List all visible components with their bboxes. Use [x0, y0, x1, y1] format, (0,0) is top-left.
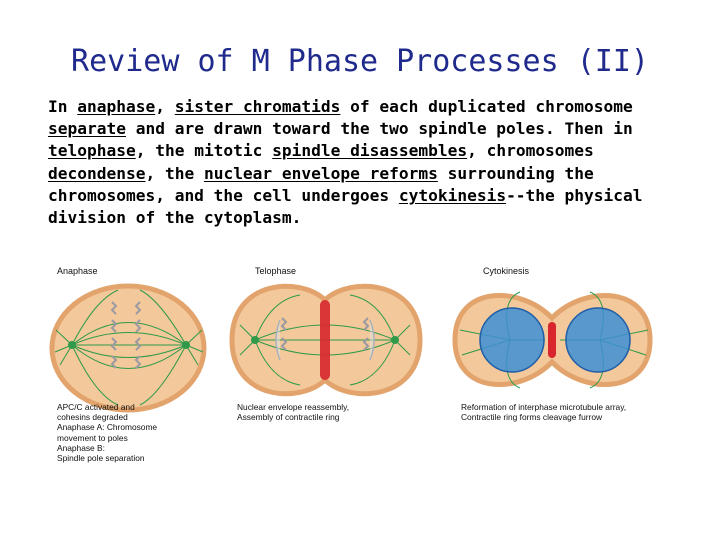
- telophase-pole-left: [251, 336, 259, 344]
- telophase-contractile-ring: [320, 300, 330, 380]
- anaphase-caption-line: APC/C activated and: [57, 402, 135, 412]
- cytokinesis-caption-line: Contractile ring forms cleavage furrow: [461, 412, 603, 423]
- telophase-caption-line: Nuclear envelope reassembly,: [237, 402, 350, 412]
- anaphase-cell-body: [49, 283, 207, 413]
- cytokinesis-contractile-ring: [548, 322, 556, 358]
- cytokinesis-caption: Reformation of interphase microtubule ar…: [461, 402, 626, 422]
- page-title: Review of M Phase Processes (II): [71, 44, 649, 79]
- anaphase-pole-right: [182, 341, 190, 349]
- telophase-pole-right: [391, 336, 399, 344]
- key-term: sister chromatids: [174, 97, 341, 116]
- key-term: cytokinesis: [398, 185, 507, 205]
- key-term: decondense: [48, 163, 146, 183]
- anaphase-pole-left: [68, 341, 76, 349]
- telophase-caption-line: Assembly of contractile ring: [237, 412, 340, 423]
- key-term: telophase: [48, 141, 136, 161]
- anaphase-chromatids: [110, 301, 142, 369]
- telophase-label: Telophase: [255, 266, 297, 276]
- anaphase-label: Anaphase: [57, 266, 98, 276]
- paragraph-text: , chromosomes: [467, 141, 594, 161]
- cytokinesis-cells: [452, 291, 653, 389]
- telophase-cell: [229, 283, 423, 397]
- cytokinesis-nucleus-right: [565, 307, 631, 373]
- telophase-chromosomes: [280, 317, 370, 351]
- cytokinesis-label: Cytokinesis: [483, 266, 530, 276]
- paragraph-text: , the: [145, 163, 204, 183]
- paragraph-text: --the physical division of the cytoplasm…: [48, 185, 643, 228]
- cytokinesis-caption-line: Reformation of interphase microtubule ar…: [461, 402, 627, 412]
- key-term: anaphase: [77, 97, 156, 116]
- anaphase-caption-line: Anaphase B:: [57, 442, 105, 453]
- anaphase-caption-line: Anaphase A: Chromosome: [57, 422, 158, 433]
- paragraph-text: and are drawn toward the two spindle pol…: [125, 119, 633, 139]
- cytokinesis-nucleus-left: [479, 307, 545, 373]
- paragraph-text: ,: [155, 97, 175, 116]
- anaphase-caption-line: Spindle pole separation: [57, 453, 145, 464]
- body-paragraph: In anaphase, sister chromatids of each d…: [48, 96, 698, 229]
- key-term: spindle disassembles: [272, 141, 468, 161]
- anaphase-cell: [49, 283, 207, 413]
- key-term: nuclear envelope reforms: [203, 163, 438, 183]
- telophase-caption: Nuclear envelope reassembly,Assembly of …: [237, 402, 349, 422]
- paragraph-text: of each duplicated chromosome: [340, 97, 633, 116]
- key-term: separate: [48, 119, 126, 139]
- anaphase-caption-line: cohesins degraded: [57, 412, 128, 423]
- paragraph-text: surrounding the chromosomes, and the cel…: [48, 163, 594, 205]
- paragraph-text: In: [48, 97, 78, 116]
- anaphase-caption-line: movement to poles: [57, 432, 128, 443]
- paragraph-text: , the mitotic: [135, 141, 273, 161]
- telophase-nuclear-envelopes: [275, 319, 375, 361]
